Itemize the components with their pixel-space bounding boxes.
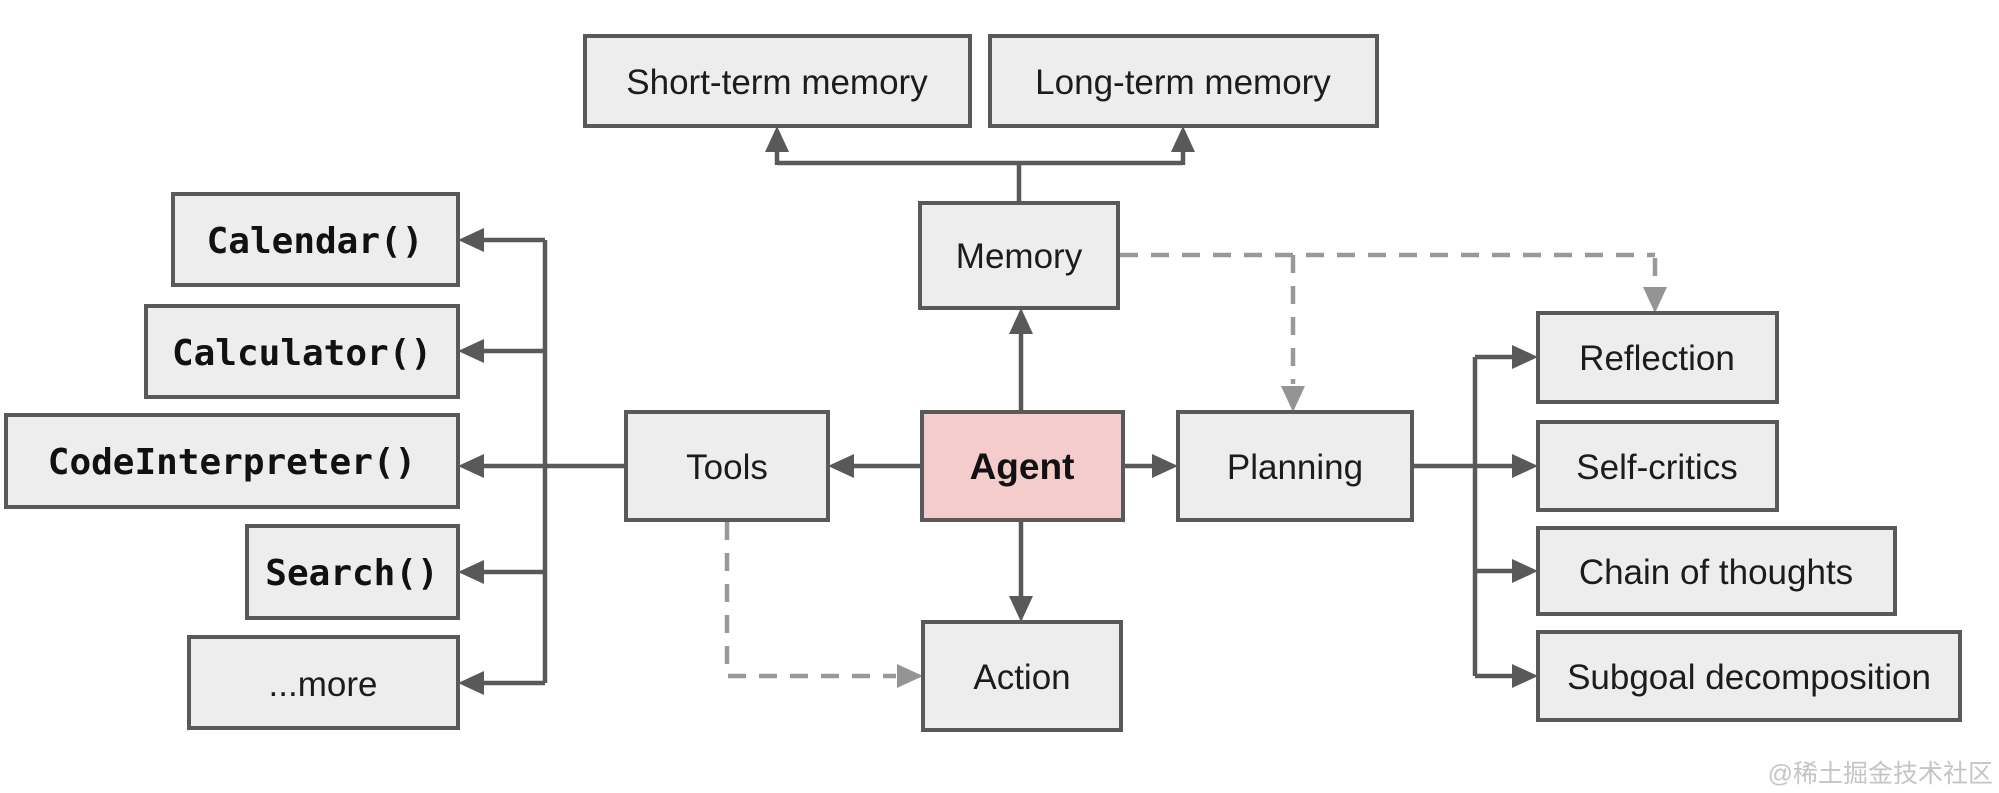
dashed-arrowhead-into-action-left <box>897 664 923 688</box>
node-memory: Memory <box>918 201 1120 310</box>
code-interpreter-box <box>4 413 460 509</box>
planning-label: Planning <box>1227 448 1363 487</box>
chain-of-thoughts-box <box>1536 526 1897 616</box>
node-calendar: Calendar() <box>171 192 460 287</box>
agent-label: Agent <box>970 446 1075 487</box>
calculator-box <box>144 304 460 399</box>
node-more: ...more <box>187 635 460 730</box>
search-box <box>245 524 460 620</box>
planning-box <box>1176 410 1414 522</box>
code-interpreter-label: CodeInterpreter() <box>48 442 416 483</box>
tools-label: Tools <box>686 448 768 487</box>
action-label: Action <box>973 658 1070 697</box>
more-box <box>187 635 460 730</box>
node-long-term-memory: Long-term memory <box>988 34 1379 128</box>
calendar-label: Calendar() <box>207 221 424 262</box>
arrowhead-into-reflection <box>1512 345 1538 369</box>
arrowhead-into-action <box>1009 596 1033 622</box>
more-label: ...more <box>269 665 378 704</box>
arrowhead-into-more <box>458 671 484 695</box>
memory-box <box>918 201 1120 310</box>
arrowhead-into-chain-of-thoughts <box>1512 559 1538 583</box>
node-planning: Planning <box>1176 410 1414 522</box>
long-term-memory-box <box>988 34 1379 128</box>
edge-tools-to-tool-list-line <box>481 237 624 686</box>
node-code-interpreter: CodeInterpreter() <box>4 413 460 509</box>
reflection-box <box>1536 311 1779 404</box>
arrowhead-into-subgoal-decomposition <box>1512 664 1538 688</box>
arrowhead-into-calendar <box>458 228 484 252</box>
arrowhead-into-self-critics <box>1512 454 1538 478</box>
memory-label: Memory <box>956 237 1083 276</box>
node-tools: Tools <box>624 410 830 522</box>
dashed-arrowhead-into-planning-top <box>1281 386 1305 412</box>
node-agent: Agent <box>920 410 1125 522</box>
arrowhead-into-short-term-memory <box>765 126 789 152</box>
self-critics-label: Self-critics <box>1576 448 1737 487</box>
edge-memory-dashed-line <box>1120 252 1658 384</box>
edges-dashed <box>724 252 1667 688</box>
node-self-critics: Self-critics <box>1536 420 1779 512</box>
tools-box <box>624 410 830 522</box>
watermark-text: @稀土掘金技术社区 <box>1768 760 1993 788</box>
node-subgoal-decomposition: Subgoal decomposition <box>1536 630 1962 722</box>
arrowhead-into-memory <box>1009 308 1033 334</box>
edge-tools-to-action-dashed-line <box>724 522 896 679</box>
chain-of-thoughts-label: Chain of thoughts <box>1579 553 1853 592</box>
edges-solid <box>458 126 1538 695</box>
dashed-arrowhead-into-reflection-top <box>1643 287 1667 313</box>
action-box <box>921 620 1123 732</box>
short-term-memory-box <box>583 34 972 128</box>
search-label: Search() <box>265 553 438 594</box>
arrowhead-into-planning <box>1152 454 1178 478</box>
node-chain-of-thoughts: Chain of thoughts <box>1536 526 1897 616</box>
subgoal-decomposition-label: Subgoal decomposition <box>1567 658 1931 697</box>
calendar-box <box>171 192 460 287</box>
node-search: Search() <box>245 524 460 620</box>
reflection-label: Reflection <box>1579 339 1735 378</box>
long-term-memory-label: Long-term memory <box>1035 63 1331 102</box>
node-short-term-memory: Short-term memory <box>583 34 972 128</box>
arrowhead-into-calculator <box>458 339 484 363</box>
self-critics-box <box>1536 420 1779 512</box>
arrowhead-into-tools <box>828 454 854 478</box>
edge-memory-to-top-boxes-line <box>774 150 1186 203</box>
short-term-memory-label: Short-term memory <box>626 63 928 102</box>
node-action: Action <box>921 620 1123 732</box>
arrowhead-into-code-interpreter <box>458 454 484 478</box>
arrowhead-into-long-term-memory <box>1171 126 1195 152</box>
subgoal-decomposition-box <box>1536 630 1962 722</box>
edge-planning-to-strategy-list-line <box>1412 354 1515 679</box>
node-calculator: Calculator() <box>144 304 460 399</box>
arrowhead-into-search <box>458 560 484 584</box>
calculator-label: Calculator() <box>172 333 432 374</box>
agent-box <box>920 410 1125 522</box>
node-reflection: Reflection <box>1536 311 1779 404</box>
